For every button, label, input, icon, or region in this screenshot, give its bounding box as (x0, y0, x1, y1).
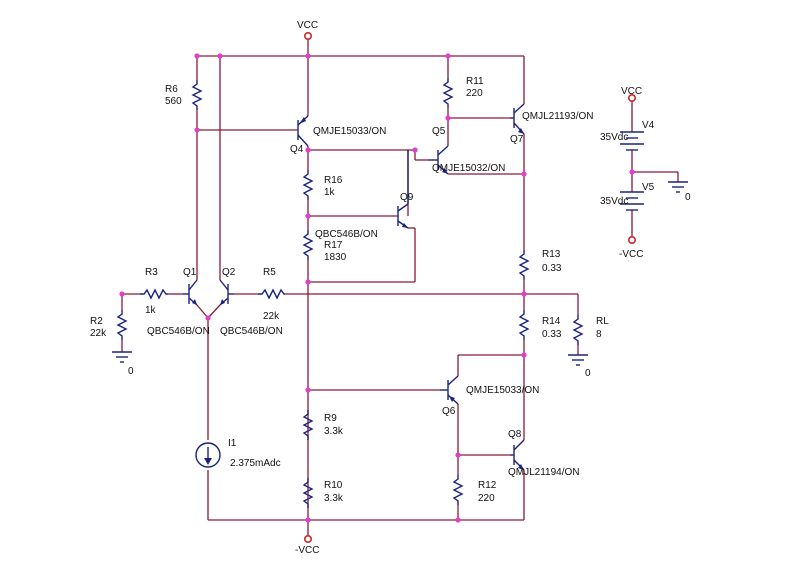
q7-name: Q7 (510, 134, 524, 145)
transistor-q5 (428, 145, 449, 175)
v4-name: V4 (642, 120, 655, 131)
r6-name: R6 (165, 84, 178, 95)
labels: VCC -VCC R6 560 R11 220 QMJE15033/ON Q4 … (90, 20, 691, 556)
wiring (121, 38, 679, 537)
v4-value: 35Vdc (600, 132, 628, 143)
ground-icon (112, 351, 132, 363)
q5-name: Q5 (432, 126, 446, 137)
resistor-r3 (140, 288, 168, 300)
v5-neg-vcc-terminal (627, 236, 636, 245)
v5-neg-vcc-label: -VCC (619, 249, 643, 260)
transistor-q6 (440, 375, 459, 405)
r9-value: 3.3k (324, 426, 344, 437)
rl-value: 8 (596, 329, 602, 340)
neg-vcc-terminal (303, 534, 312, 543)
transistor-q8 (510, 439, 525, 471)
q2-model: QBC546B/ON (220, 326, 283, 337)
ground-label-2: 0 (585, 368, 591, 379)
resistor-r10 (302, 478, 314, 508)
current-source-i1 (195, 442, 221, 468)
v5-value: 35Vdc (600, 196, 628, 207)
battery-v5 (620, 191, 644, 211)
transistor-symbols (183, 103, 525, 471)
resistor-r9 (302, 410, 314, 440)
transistor-q7 (510, 103, 525, 135)
q6-model: QMJE15033/ON (466, 385, 539, 396)
r9-name: R9 (324, 413, 337, 424)
r14-value: 0.33 (542, 329, 562, 340)
neg-vcc-label: -VCC (295, 545, 319, 556)
r2-name: R2 (90, 316, 103, 327)
q7-model: QMJL21193/ON (522, 111, 594, 122)
ground-icon (568, 354, 588, 366)
r12-value: 220 (478, 493, 495, 504)
r11-value: 220 (466, 88, 483, 99)
r10-name: R10 (324, 480, 343, 491)
transistor-q2 (219, 279, 234, 306)
resistor-r14 (518, 310, 530, 340)
resistor-r11 (442, 78, 454, 108)
r16-name: R16 (324, 175, 343, 186)
resistor-r6 (191, 80, 203, 110)
resistor-r2 (116, 310, 128, 340)
r17-name: R17 (324, 240, 343, 251)
r10-value: 3.3k (324, 493, 344, 504)
ground-icon (668, 181, 688, 193)
r13-value: 0.33 (542, 263, 562, 274)
v5-name: V5 (642, 182, 655, 193)
v4-vcc-terminal (627, 94, 636, 103)
transistor-q9 (397, 150, 409, 229)
vcc-label: VCC (297, 20, 318, 31)
resistor-r13 (518, 250, 530, 280)
i1-name: I1 (228, 438, 237, 449)
r5-name: R5 (263, 267, 276, 278)
r11-name: R11 (466, 76, 484, 87)
q1-model: QBC546B/ON (147, 326, 210, 337)
q6-name: Q6 (442, 406, 456, 417)
q5-model: QMJE15032/ON (432, 163, 505, 174)
transistor-q1 (183, 279, 198, 306)
resistor-r16 (302, 170, 314, 200)
r16-value: 1k (324, 187, 336, 198)
r14-name: R14 (542, 316, 561, 327)
r13-name: R13 (542, 249, 561, 260)
r3-value: 1k (145, 305, 157, 316)
r12-name: R12 (478, 480, 497, 491)
r5-value: 22k (263, 311, 280, 322)
q1-name: Q1 (183, 267, 197, 278)
i1-value: 2.375mAdc (230, 458, 281, 469)
vcc-terminal (303, 31, 312, 40)
ground-label-1: 0 (128, 366, 134, 377)
q4-name: Q4 (290, 144, 304, 155)
resistor-symbols (116, 78, 584, 508)
q9-model: QBC546B/ON (315, 229, 378, 240)
r17-value: 1830 (324, 252, 347, 263)
junction-dots (119, 53, 635, 523)
r3-name: R3 (145, 267, 158, 278)
r2-value: 22k (90, 328, 107, 339)
q2-name: Q2 (222, 267, 236, 278)
resistor-r5 (258, 288, 285, 300)
resistor-r17 (302, 230, 314, 260)
q8-name: Q8 (508, 429, 522, 440)
v4-vcc-label: VCC (621, 86, 642, 97)
transistor-q4 (297, 115, 309, 147)
resistor-rl (572, 315, 584, 345)
q8-model: QMJL21194/ON (508, 467, 580, 478)
resistor-r12 (452, 475, 464, 505)
rl-name: RL (596, 316, 609, 327)
q4-model: QMJE15033/ON (313, 126, 386, 137)
battery-v4 (620, 131, 644, 151)
q9-name: Q9 (400, 192, 414, 203)
r6-value: 560 (165, 96, 182, 107)
ground-label-3: 0 (685, 192, 691, 203)
